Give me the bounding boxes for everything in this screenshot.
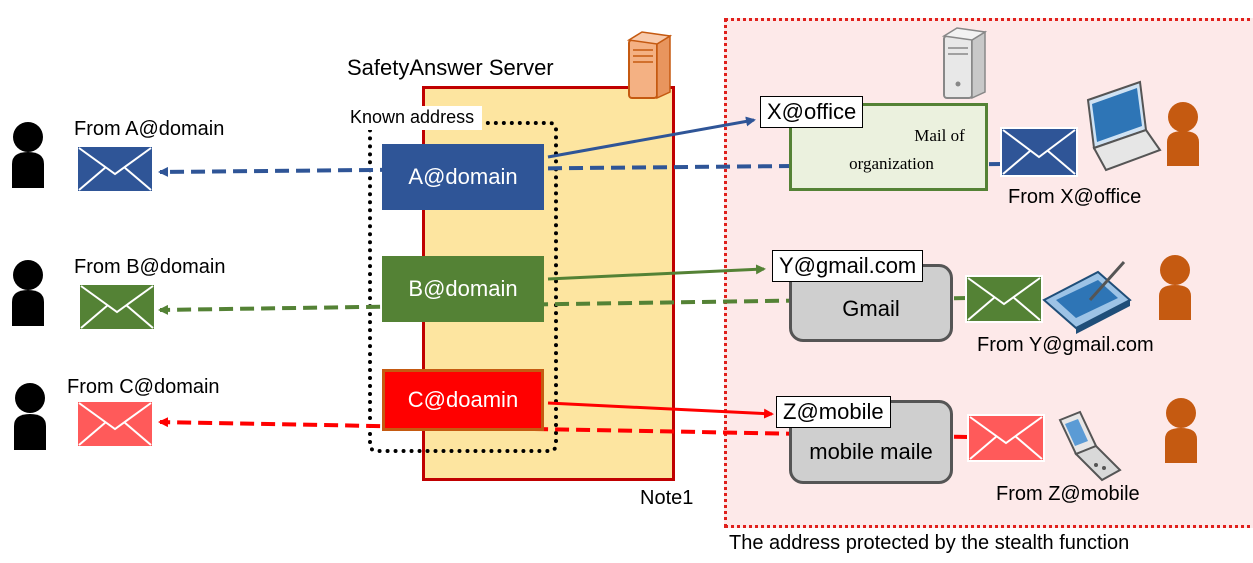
person-icon-b [12, 260, 44, 326]
sender-label-c: From C@domain [67, 376, 220, 398]
person-icon-y [1159, 255, 1191, 320]
note1-label: Note1 [640, 487, 694, 509]
address-tag-y: Y@gmail.com [772, 250, 924, 282]
address-c: C@doamin [382, 369, 544, 431]
mail-server-icon [941, 27, 988, 100]
laptop-icon [1086, 80, 1162, 172]
organization-mail-label-line1: Mail of [914, 126, 965, 145]
known-address-label: Known address [344, 106, 483, 130]
person-icon-z [1165, 398, 1197, 463]
person-icon-c [14, 383, 46, 450]
server-title: SafetyAnswer Server [347, 55, 554, 80]
address-tag-x: X@office [760, 96, 864, 128]
envelope-icon-y [965, 275, 1043, 323]
person-icon-a [12, 122, 44, 188]
arrow-c-to-z [547, 401, 774, 419]
envelope-icon-a [76, 145, 154, 193]
envelope-icon-x [1000, 127, 1078, 177]
organization-mail-label-line2: organization [849, 154, 934, 173]
arrow-b-to-y [547, 264, 766, 281]
receiver-from-y: From Y@gmail.com [977, 334, 1154, 356]
receiver-from-z: From Z@mobile [996, 483, 1140, 505]
gmail-label: Gmail [842, 296, 900, 321]
sender-label-b: From B@domain [74, 256, 226, 278]
address-b: B@domain [382, 256, 544, 322]
server-tower-icon [626, 31, 673, 100]
mobile-phone-icon [1058, 410, 1122, 482]
envelope-icon-c [76, 400, 154, 448]
envelope-icon-z [967, 414, 1045, 462]
tablet-pen-icon [1042, 260, 1132, 334]
sender-label-a: From A@domain [74, 118, 225, 140]
dashed-arrow-x-to-a [158, 162, 1004, 177]
mobile-mail-label: mobile maile [809, 439, 933, 464]
arrow-a-to-x [547, 116, 756, 159]
address-a: A@domain [382, 144, 544, 210]
envelope-icon-b [78, 283, 156, 331]
person-icon-x [1167, 102, 1199, 166]
receiver-from-x: From X@office [1008, 186, 1142, 208]
address-tag-z: Z@mobile [776, 396, 891, 428]
protected-zone-caption: The address protected by the stealth fun… [729, 532, 1130, 554]
